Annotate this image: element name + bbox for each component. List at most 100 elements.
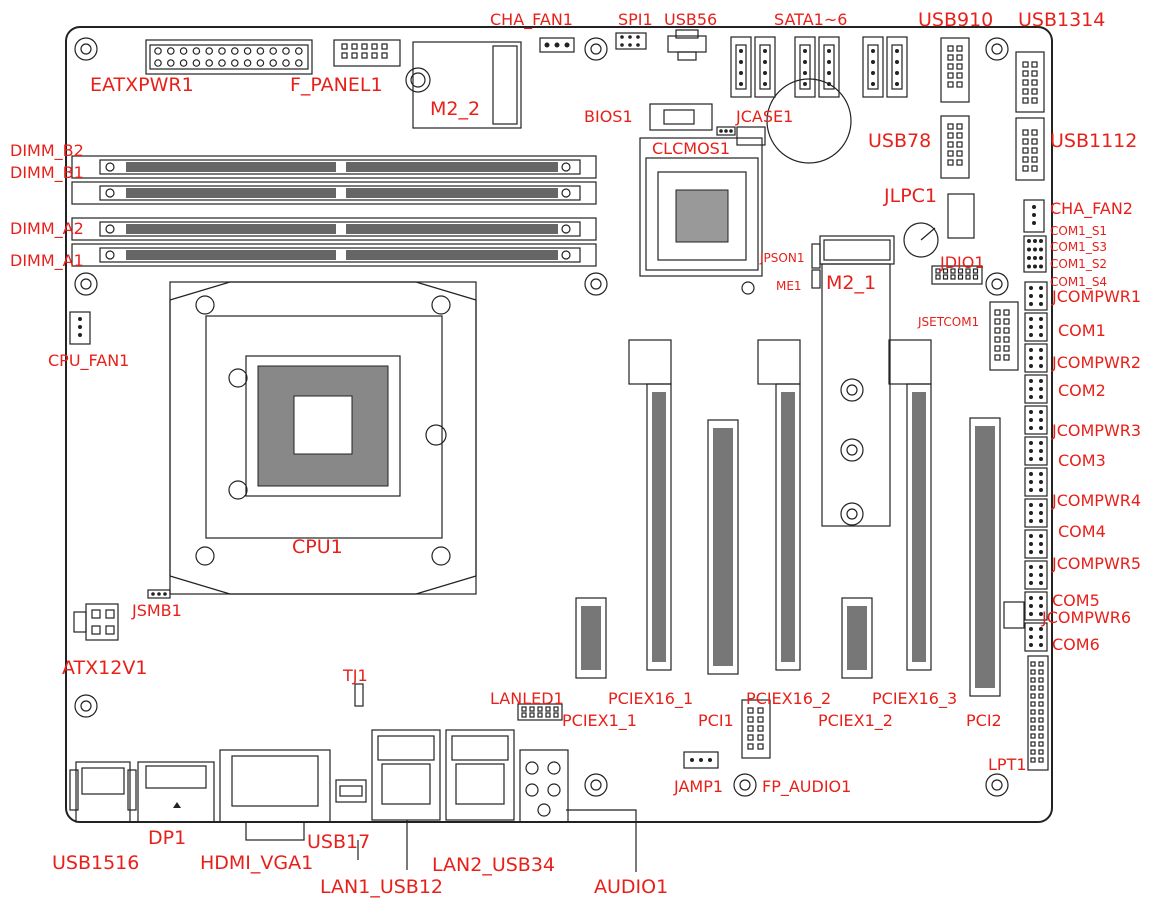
pciex16-2-slot bbox=[757, 339, 801, 671]
pin bbox=[361, 43, 368, 50]
pin bbox=[1039, 264, 1043, 269]
pin bbox=[1030, 685, 1036, 691]
mounting-hole-icon bbox=[74, 272, 98, 296]
label-usb56: USB56 bbox=[664, 10, 717, 29]
m2-1-slot bbox=[819, 235, 895, 527]
label-cpu-fan1: CPU_FAN1 bbox=[48, 351, 129, 371]
pin bbox=[947, 54, 954, 61]
pin bbox=[1033, 247, 1037, 252]
jsetcom1-header bbox=[989, 301, 1019, 371]
pin bbox=[1003, 354, 1010, 361]
label-hdmi-vga1: HDMI_VGA1 bbox=[200, 852, 313, 874]
pin bbox=[1038, 677, 1044, 683]
sata-port bbox=[818, 36, 840, 98]
f-panel1-header bbox=[333, 39, 401, 67]
pin bbox=[529, 706, 535, 712]
pin bbox=[521, 712, 527, 718]
dimm-slots bbox=[71, 155, 597, 267]
pin bbox=[1031, 70, 1038, 77]
com-header bbox=[1024, 343, 1048, 373]
pin bbox=[956, 81, 963, 88]
label-me1: ME1 bbox=[776, 279, 802, 293]
com-header bbox=[1024, 498, 1048, 528]
pin bbox=[1039, 247, 1043, 252]
pin bbox=[1022, 138, 1029, 145]
pin bbox=[179, 47, 188, 55]
audio1-jack bbox=[519, 749, 569, 823]
label-cha-fan1: CHA_FAN1 bbox=[490, 10, 573, 30]
label-fp-audio1: FP_AUDIO1 bbox=[762, 777, 851, 797]
atx12v1-connector bbox=[73, 603, 119, 641]
label-jsetcom1: JSETCOM1 bbox=[917, 315, 979, 329]
label-com1-s1: COM1_S1 bbox=[1050, 224, 1107, 238]
pci2-slot bbox=[969, 417, 1001, 697]
pin bbox=[956, 150, 963, 157]
jlpc1-header bbox=[903, 193, 975, 258]
pin bbox=[965, 268, 971, 274]
label-com1: COM1 bbox=[1058, 321, 1106, 340]
pin bbox=[1022, 70, 1029, 77]
pin bbox=[994, 345, 1001, 352]
com-header bbox=[1024, 529, 1048, 559]
pin bbox=[994, 354, 1001, 361]
pin bbox=[1030, 709, 1036, 715]
pin bbox=[371, 52, 378, 59]
pin bbox=[1027, 264, 1031, 269]
cmos-battery bbox=[766, 78, 852, 164]
pin bbox=[1027, 239, 1031, 243]
pin bbox=[154, 47, 162, 55]
tj1-jumper bbox=[354, 683, 364, 707]
pin bbox=[243, 59, 252, 67]
pin bbox=[1022, 156, 1029, 163]
pin bbox=[956, 63, 963, 70]
label-com1-s2: COM1_S2 bbox=[1050, 257, 1107, 271]
pin bbox=[1030, 757, 1036, 763]
label-lpt1: LPT1 bbox=[988, 755, 1027, 774]
pin bbox=[1022, 147, 1029, 154]
label-usb1516: USB1516 bbox=[52, 852, 139, 874]
dimm-slot bbox=[71, 155, 597, 179]
pin bbox=[218, 59, 226, 67]
usb1314-header bbox=[1015, 51, 1045, 113]
pin bbox=[747, 716, 754, 723]
mounting-hole-icon bbox=[584, 272, 608, 296]
label-f-panel1: F_PANEL1 bbox=[290, 74, 383, 96]
pin bbox=[1038, 733, 1044, 739]
pin bbox=[994, 336, 1001, 343]
cha-fan2-header bbox=[1023, 199, 1045, 233]
usb17-port bbox=[335, 779, 367, 803]
mounting-hole-icon bbox=[985, 272, 1009, 296]
pin bbox=[1030, 701, 1036, 707]
pin bbox=[1022, 79, 1029, 86]
pin bbox=[947, 159, 954, 166]
pin bbox=[1031, 129, 1038, 136]
usb1112-header bbox=[1015, 117, 1045, 181]
pin bbox=[269, 59, 278, 67]
sata-port bbox=[754, 36, 776, 98]
pin bbox=[1038, 669, 1044, 675]
label-jcompwr4: JCOMPWR4 bbox=[1051, 491, 1141, 510]
dp1-port bbox=[137, 761, 215, 823]
pin bbox=[1030, 693, 1036, 699]
cpu-fan1-header bbox=[69, 311, 91, 345]
pin bbox=[1022, 165, 1029, 172]
pin bbox=[521, 706, 527, 712]
sata-port bbox=[862, 36, 884, 98]
label-jcompwr2: JCOMPWR2 bbox=[1051, 353, 1141, 372]
label-jdio1: JDIO1 bbox=[939, 253, 985, 272]
com-header bbox=[1024, 467, 1048, 497]
com1-select-jumpers bbox=[1023, 235, 1047, 273]
label-dimm-a2: DIMM_A2 bbox=[10, 219, 84, 239]
pin bbox=[956, 132, 963, 139]
label-spi1: SPI1 bbox=[618, 10, 653, 29]
pin bbox=[1022, 129, 1029, 136]
expansion-slots bbox=[575, 339, 1001, 697]
label-com1-s3: COM1_S3 bbox=[1050, 240, 1107, 254]
label-dimm-b1: DIMM_B1 bbox=[10, 163, 84, 183]
com-header bbox=[1024, 436, 1048, 466]
pin bbox=[935, 274, 941, 280]
dimm-slot bbox=[71, 243, 597, 267]
label-jpson1: JPSON1 bbox=[759, 251, 804, 265]
pin bbox=[956, 72, 963, 79]
